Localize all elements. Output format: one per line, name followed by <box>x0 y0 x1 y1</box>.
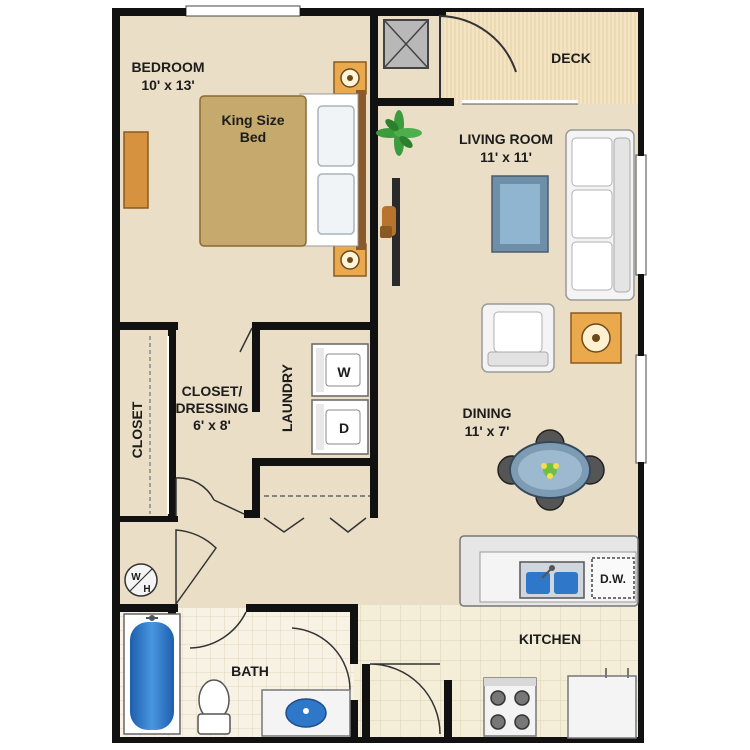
closet-dressing-line1: CLOSET/ <box>182 383 243 399</box>
closet-name: CLOSET <box>129 401 145 458</box>
living-room-size: 11' x 11' <box>480 149 532 165</box>
kitchen-door-swing <box>369 663 441 735</box>
dryer-label: D <box>339 420 349 436</box>
sink-icon <box>519 561 585 599</box>
armchair <box>481 303 555 373</box>
closet-dressing-line2: DRESSING <box>175 400 248 416</box>
bath-name: BATH <box>231 663 269 679</box>
dishwasher-label: D.W. <box>600 572 626 586</box>
walls <box>112 8 644 743</box>
toilet-icon <box>197 679 231 735</box>
dryer <box>311 399 369 455</box>
refrigerator <box>567 668 637 739</box>
laundry-name: LAUNDRY <box>279 363 295 432</box>
deck-floor <box>444 12 640 104</box>
dresser <box>123 131 149 209</box>
bed-label-line2: Bed <box>240 129 266 145</box>
washer-label: W <box>337 364 351 380</box>
side-table <box>570 312 622 364</box>
tv-console <box>380 178 400 286</box>
bedroom-size: 10' x 13' <box>141 77 194 93</box>
washer <box>311 343 369 397</box>
window-top <box>185 5 301 17</box>
dining-name: DINING <box>463 405 512 421</box>
water-heater-icon <box>124 563 158 597</box>
king-bed <box>199 90 366 250</box>
flower-centerpiece-icon <box>541 463 559 479</box>
dressing-door-swing-bottom <box>175 477 215 516</box>
bed-label-line1: King Size <box>221 112 284 128</box>
bath-door-swing <box>189 611 351 691</box>
laundry-bifold-door <box>263 517 367 533</box>
dishwasher <box>591 557 635 599</box>
deck-name: DECK <box>551 50 591 66</box>
sofa <box>565 129 635 301</box>
bathtub <box>123 613 181 735</box>
window-right-1 <box>635 154 647 276</box>
kitchen-name: KITCHEN <box>519 631 581 647</box>
bedroom-name: BEDROOM <box>131 59 204 75</box>
hall-door-swing <box>175 529 217 605</box>
dining-table <box>497 429 605 511</box>
deck-door-swing <box>439 14 517 98</box>
dining-size: 11' x 7' <box>465 423 510 439</box>
water-heater-h: H <box>143 584 150 595</box>
bathroom-vanity <box>261 689 351 737</box>
plant-icon <box>376 110 422 156</box>
water-heater-w: W <box>131 572 141 583</box>
stove-icon <box>483 677 537 737</box>
window-right-2 <box>635 354 647 464</box>
hvac-unit-icon <box>383 19 429 69</box>
nightstand-top <box>333 61 367 95</box>
closet-dressing-size: 6' x 8' <box>193 417 231 433</box>
dressing-door-swing-top <box>239 327 253 353</box>
coffee-table <box>491 175 549 253</box>
living-room-name: LIVING ROOM <box>459 131 553 147</box>
